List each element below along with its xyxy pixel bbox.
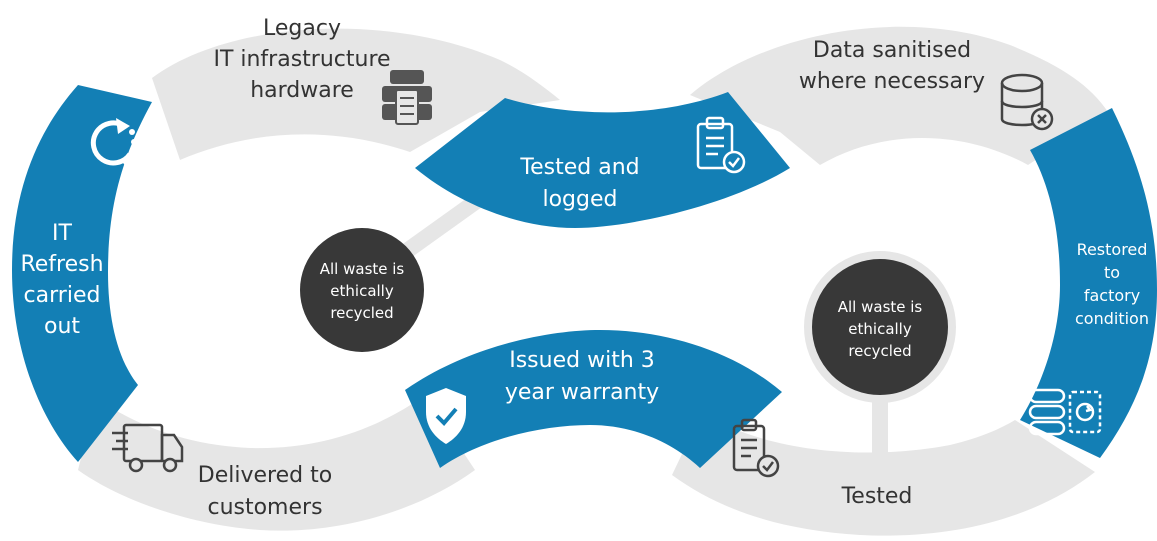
segment-legacy [152,28,560,160]
segment-tested-logged [415,92,790,228]
tested-logged-line-2: logged [542,187,617,212]
clipboard-check-icon [696,116,746,174]
tested-logged-line-1: Tested and [519,155,639,180]
database-delete-icon [1000,73,1054,131]
segment-restored [1020,108,1157,458]
refresh-line-4: out [44,314,80,339]
legacy-line-2: IT infrastructure [213,47,390,72]
segment-delivered [78,395,475,531]
restored-line-2: to [1104,263,1120,282]
refresh-cycle-icon [90,118,137,166]
warranty-line-2: year warranty [505,380,659,405]
legacy-line-1: Legacy [263,16,341,41]
delivered-line-1: Delivered to [198,463,332,488]
legacy-line-3: hardware [250,78,354,103]
refresh-line-1: IT [52,221,72,246]
clipboard-check-icon [732,418,780,478]
tested-line-1: Tested [841,484,913,509]
left-hub [300,228,424,352]
restored-line-4: condition [1075,309,1149,328]
restored-line-1: Restored [1077,240,1148,259]
left-hub-line-2: ethically [330,282,394,300]
right-hub-line-1: All waste is [838,298,923,316]
data-sanitised-line-1: Data sanitised [813,38,971,63]
warranty-line-1: Issued with 3 [509,348,655,373]
segment-data-sanitised [690,26,1108,165]
segment-tested [672,412,1095,536]
left-hub-line-3: recycled [330,304,393,322]
segment-refresh [12,85,152,462]
restored-line-3: factory [1084,286,1140,305]
refresh-line-3: carried [24,283,101,308]
server-refresh-icon [1028,388,1102,436]
right-hub [804,251,956,403]
refresh-line-2: Refresh [20,252,103,277]
segment-warranty [405,330,782,468]
right-hub-line-2: ethically [848,320,912,338]
shield-check-icon [426,388,466,444]
data-sanitised-line-2: where necessary [799,69,985,94]
left-hub-line-1: All waste is [320,260,405,278]
right-hub-line-3: recycled [848,342,911,360]
delivery-truck-icon [112,423,184,473]
server-rack-icon [382,70,432,125]
delivered-line-2: customers [207,495,322,520]
